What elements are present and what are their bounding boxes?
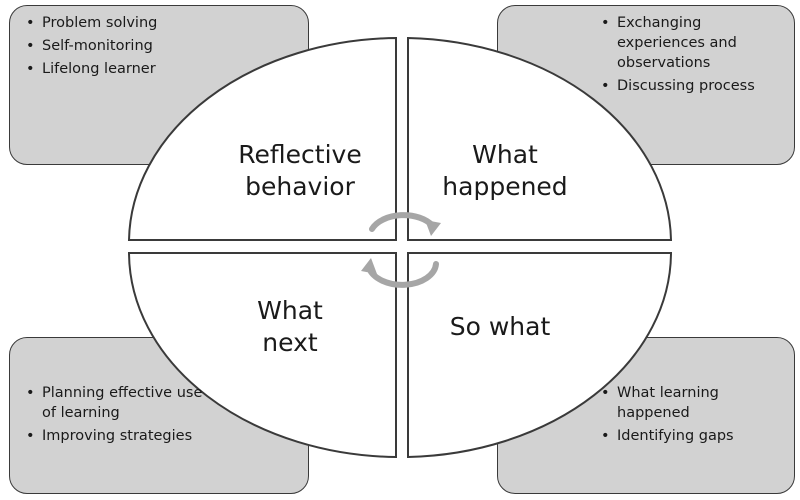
list-item: •Improving strategies bbox=[26, 428, 193, 444]
list-item: •Exchanging experiences and observations bbox=[601, 15, 737, 71]
quadrant-label-so-what: So what bbox=[449, 312, 551, 341]
bullet-icon: • bbox=[601, 78, 610, 94]
list-item: •What learning happened bbox=[601, 385, 719, 421]
bullet-icon: • bbox=[601, 428, 610, 444]
bullet-icon: • bbox=[26, 61, 35, 77]
bullet-icon: • bbox=[601, 385, 610, 401]
bullet-icon: • bbox=[26, 15, 35, 31]
bullet-icon: • bbox=[26, 385, 35, 401]
bullet-icon: • bbox=[601, 15, 610, 31]
list-item: •Planning effective use of learning bbox=[26, 385, 203, 421]
list-item: •Identifying gaps bbox=[601, 428, 734, 444]
callout-list-bottom-right: •What learning happened •Identifying gap… bbox=[601, 383, 781, 449]
callout-list-bottom-left: •Planning effective use of learning •Imp… bbox=[26, 383, 206, 449]
quadrant-bottom-left bbox=[127, 252, 397, 459]
bullet-icon: • bbox=[26, 428, 35, 444]
quadrant-label-what-happened: What happened bbox=[442, 140, 568, 201]
list-item: •Discussing process bbox=[601, 78, 755, 94]
quadrant-top-left bbox=[127, 36, 397, 241]
list-item: •Lifelong learner bbox=[26, 61, 156, 77]
list-item: •Problem solving bbox=[26, 15, 158, 31]
bullet-icon: • bbox=[26, 38, 35, 54]
quadrant-label-reflective-behavior: Reflective behavior bbox=[238, 140, 362, 201]
quadrant-label-what-next: What next bbox=[257, 296, 323, 357]
cycle-arrows-icon bbox=[361, 212, 441, 288]
quadrant-top-right bbox=[407, 36, 673, 241]
callout-list-top-right: •Exchanging experiences and observations… bbox=[601, 13, 791, 99]
quadrant-bottom-right bbox=[407, 252, 673, 459]
list-item: •Self-monitoring bbox=[26, 38, 153, 54]
callout-list-top-left: •Problem solving •Self-monitoring •Lifel… bbox=[26, 13, 216, 82]
